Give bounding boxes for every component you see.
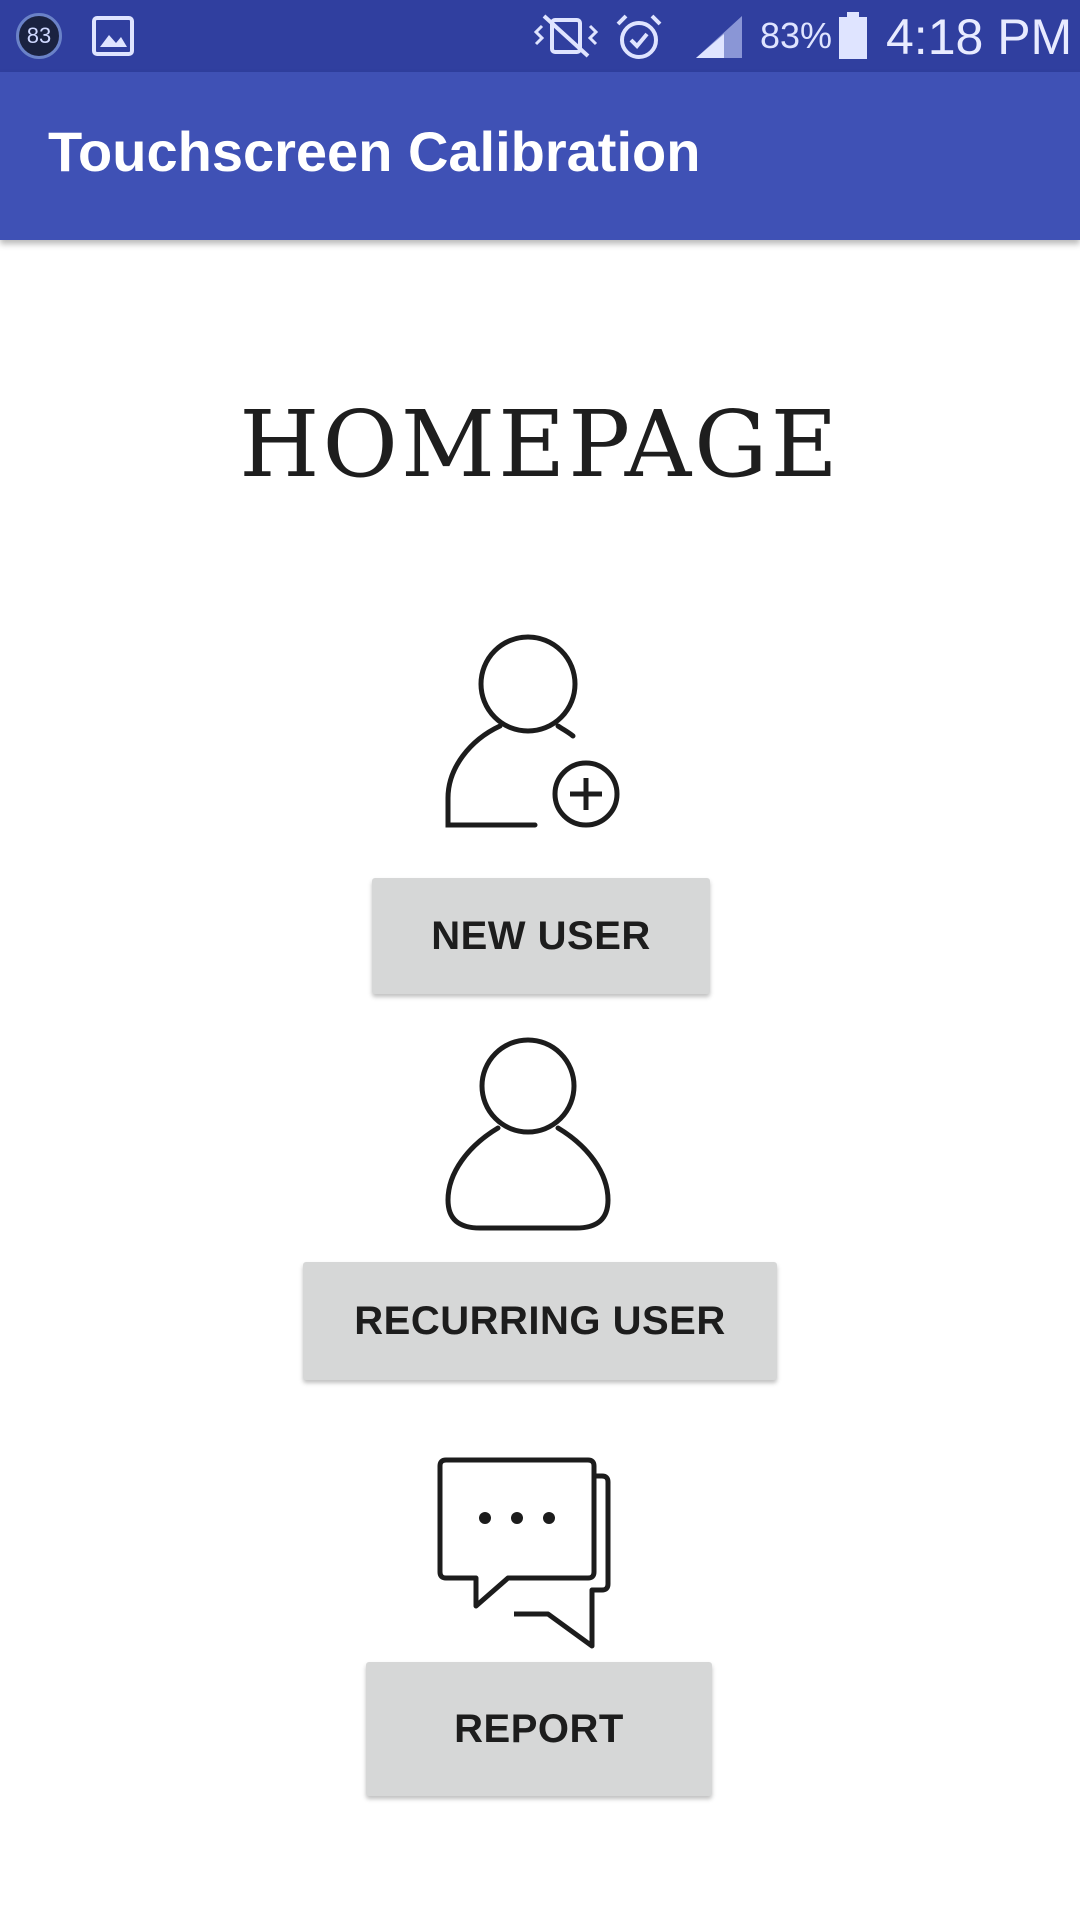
clock: 4:18 PM [886,9,1073,65]
app-bar: Touchscreen Calibration [0,72,1080,240]
status-bar: 83 83% 4:18 PM [0,0,1080,72]
signal-icon [696,16,742,58]
user-icon [445,1037,611,1231]
chat-bubbles-icon [437,1457,611,1649]
notification-badge-icon: 83 [16,13,62,59]
recurring-user-button[interactable]: RECURRING USER [303,1262,777,1380]
image-icon [92,16,134,56]
battery-percent: 83% [760,15,833,56]
vibrate-mute-icon [533,14,599,58]
alarm-icon [616,14,662,59]
battery-icon [839,12,867,59]
new-user-button[interactable]: NEW USER [372,878,710,994]
app-title: Touchscreen Calibration [48,120,701,183]
report-button[interactable]: REPORT [366,1662,712,1796]
page-title: HOMEPAGE [239,391,841,498]
add-user-icon [445,634,620,828]
